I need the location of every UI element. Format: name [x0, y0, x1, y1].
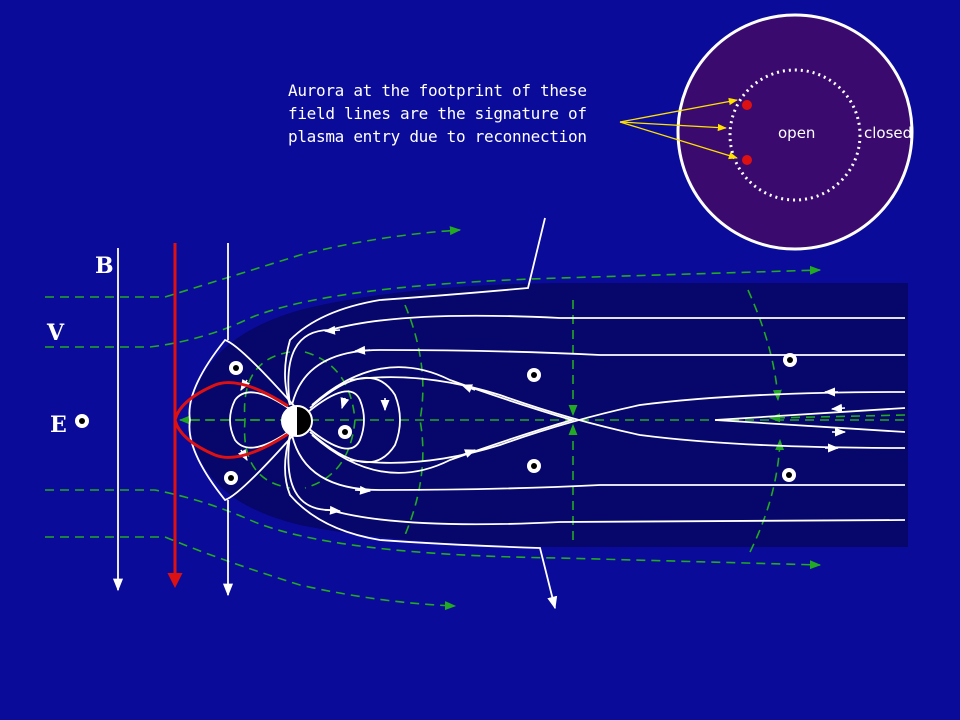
polar-cap-diagram: open closed	[676, 13, 914, 251]
flow-lines	[45, 226, 906, 611]
aurora-footprint-dot	[742, 155, 752, 165]
pointer-arrows	[619, 97, 738, 160]
caption-line-1: Aurora at the footprint of these	[288, 81, 587, 100]
out-of-page-icon	[783, 353, 797, 367]
aurora-caption: Aurora at the footprint of these field l…	[288, 79, 628, 148]
open-label: open	[778, 124, 815, 142]
magnetosphere-region	[190, 283, 908, 547]
e-label: E	[50, 412, 67, 438]
reconnected-field-line	[167, 243, 289, 588]
b-label: B	[95, 253, 114, 279]
closed-label: closed	[864, 124, 912, 142]
v-label: V	[46, 320, 65, 346]
caption-line-3: plasma entry due to reconnection	[288, 127, 587, 146]
out-of-page-icon	[338, 425, 352, 439]
out-of-page-icon	[527, 368, 541, 382]
out-of-page-symbols	[75, 353, 797, 485]
out-of-page-icon	[527, 459, 541, 473]
field-arrows	[237, 325, 847, 515]
out-of-page-icon	[224, 471, 238, 485]
out-of-page-icon	[229, 361, 243, 375]
field-lines	[112, 217, 906, 610]
open-closed-boundary	[728, 68, 862, 202]
earth-icon	[281, 405, 313, 437]
caption-line-2: field lines are the signature of	[288, 104, 587, 123]
e-field-icon	[75, 414, 89, 428]
aurora-footprint-dot	[742, 100, 752, 110]
out-of-page-icon	[782, 468, 796, 482]
auroral-disk	[676, 13, 914, 251]
